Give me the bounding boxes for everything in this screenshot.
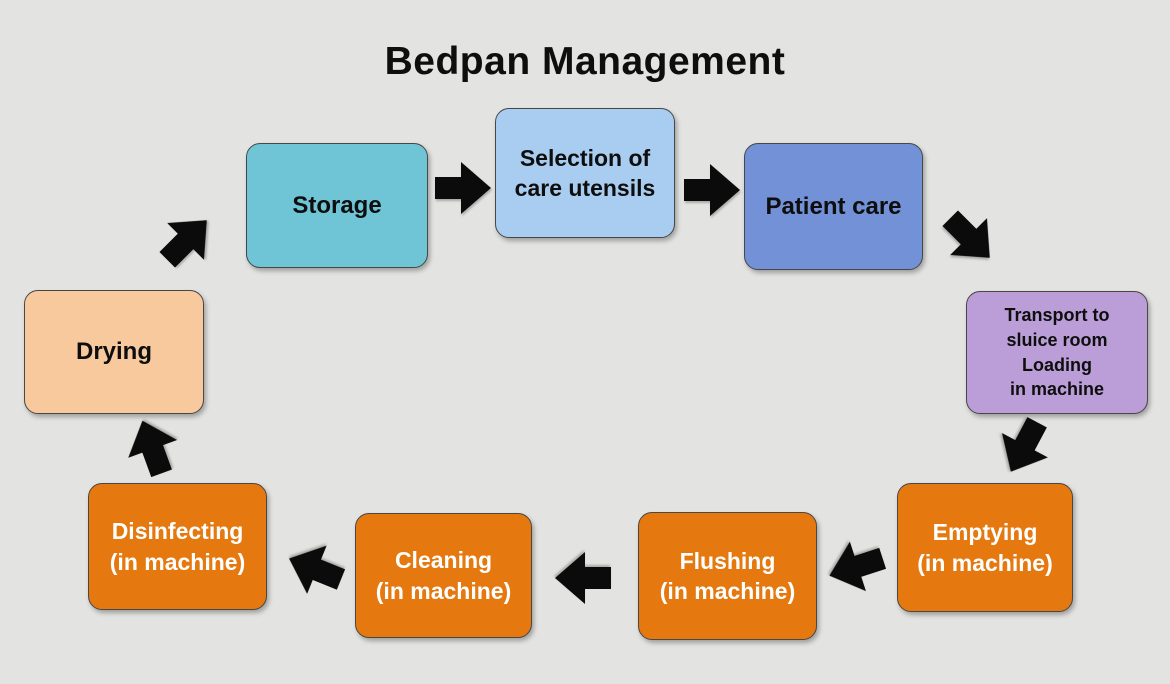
node-label: Transport to [1004, 304, 1110, 325]
node-label: Disinfecting [111, 518, 244, 545]
page-title: Bedpan Management [384, 40, 786, 83]
arrow-drying-to-storage-icon [159, 220, 207, 268]
node-label: care utensils [514, 175, 656, 201]
node-label: (in machine) [109, 548, 246, 575]
node-label: sluice room [1006, 329, 1108, 350]
node-label: Selection of [519, 144, 651, 171]
node-label: (in machine) [375, 577, 512, 604]
node-label: Flushing [679, 547, 776, 574]
arrow-selection-to-patient-care-icon [684, 164, 740, 216]
node-cleaning: Cleaning (in machine) [355, 513, 532, 638]
node-label: in machine [1009, 379, 1105, 400]
arrow-cleaning-to-disinfecting-icon [289, 545, 346, 594]
node-transport-loading: Transport to sluice room Loading in mach… [966, 291, 1148, 414]
node-label: Cleaning [394, 547, 493, 574]
node-label: Storage [292, 191, 382, 219]
arrow-disinfecting-to-drying-icon [128, 420, 178, 478]
node-label: Emptying [932, 519, 1038, 546]
arrow-transport-to-emptying-icon [1001, 417, 1048, 472]
node-label: (in machine) [659, 578, 796, 604]
arrow-patient-care-to-transport-icon [942, 210, 990, 258]
node-label: (in machine) [917, 549, 1053, 576]
node-drying: Drying [24, 290, 204, 414]
node-label: Patient care [765, 192, 902, 220]
arrow-flushing-to-cleaning-icon [555, 552, 611, 604]
node-patient-care: Patient care [744, 143, 923, 270]
arrow-emptying-to-flushing-icon [829, 541, 887, 592]
arrow-storage-to-selection-icon [435, 162, 491, 214]
node-emptying: Emptying (in machine) [897, 483, 1073, 612]
node-flushing: Flushing (in machine) [638, 512, 817, 640]
node-selection-of-care-utensils: Selection of care utensils [495, 108, 675, 238]
node-disinfecting: Disinfecting (in machine) [88, 483, 267, 610]
node-label: Loading [1022, 354, 1092, 375]
node-label: Drying [75, 338, 152, 366]
node-storage: Storage [246, 143, 428, 268]
